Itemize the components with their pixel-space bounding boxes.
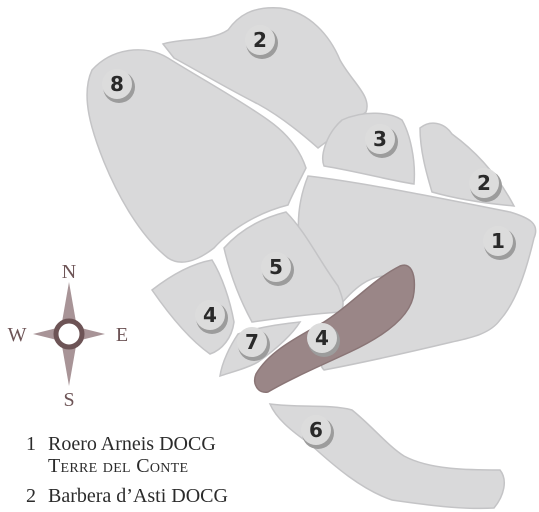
compass-north-label: N: [62, 261, 76, 283]
plot-badge-plot-6: 6: [301, 415, 334, 449]
legend-item-name: Barbera d’Asti DOCG: [48, 485, 228, 507]
legend-item-2[interactable]: 2 Barbera d’Asti DOCG: [26, 485, 228, 507]
legend: 1 Roero Arneis DOCG Terre del Conte 2 Barb…: [26, 433, 228, 507]
plot-number-label: 8: [110, 72, 124, 96]
badge-circle: [245, 25, 275, 55]
plot-number-label: 2: [477, 171, 491, 195]
plot-number-label: 2: [253, 28, 267, 52]
plot-number-label: 5: [269, 255, 283, 279]
plot-badge-plot-8: 8: [102, 69, 135, 103]
legend-item-1-subtitle: Terre del Conte: [26, 455, 228, 477]
compass-needle-east-icon: [81, 328, 105, 340]
compass-ring-icon: [53, 318, 85, 350]
compass-rose: N S E W: [8, 261, 129, 411]
plot-badge-plot-2b: 2: [469, 168, 502, 202]
badge-circle: [483, 226, 513, 256]
plot-number-label: 7: [245, 330, 259, 354]
plot-number-label: 4: [203, 303, 217, 327]
badge-circle: [365, 124, 395, 154]
plot-badge-plot-4b: 4: [307, 323, 340, 357]
plot-number-label: 4: [315, 326, 329, 350]
plot-number-label: 3: [373, 127, 387, 151]
compass-needle-west-icon: [33, 328, 57, 340]
legend-item-1[interactable]: 1 Roero Arneis DOCG: [26, 433, 228, 455]
plot-number-label: 6: [309, 418, 323, 442]
plot-4b[interactable]: [254, 264, 416, 393]
plot-badges: 1 2 2 3 4 4 5 6 7 8: [102, 25, 516, 449]
badge-circle: [237, 327, 267, 357]
compass-west-label: W: [8, 324, 27, 346]
plot-number-label: 1: [491, 229, 505, 253]
plot-badge-plot-3: 3: [365, 124, 398, 158]
legend-item-index: 1: [26, 433, 36, 455]
badge-circle: [301, 415, 331, 445]
badge-circle: [195, 300, 225, 330]
plot-badge-plot-4a: 4: [195, 300, 228, 334]
badge-circle: [261, 252, 291, 282]
plot-badge-plot-2a: 2: [245, 25, 278, 59]
compass-needle-north-icon: [62, 282, 76, 322]
plot-8[interactable]: [86, 49, 307, 263]
plot-badge-plot-5: 5: [261, 252, 294, 286]
badge-circle: [469, 168, 499, 198]
compass-east-label: E: [116, 324, 128, 346]
compass-needle-south-icon: [62, 346, 76, 386]
compass-south-label: S: [63, 389, 74, 411]
badge-circle: [102, 69, 132, 99]
legend-item-subtitle: Terre del Conte: [48, 455, 189, 477]
plot-badge-plot-1: 1: [483, 226, 516, 260]
legend-item-name: Roero Arneis DOCG: [48, 433, 216, 455]
plot-2a[interactable]: [161, 7, 368, 149]
badge-circle: [307, 323, 337, 353]
legend-item-index: 2: [26, 485, 36, 507]
plot-badge-plot-7: 7: [237, 327, 270, 361]
